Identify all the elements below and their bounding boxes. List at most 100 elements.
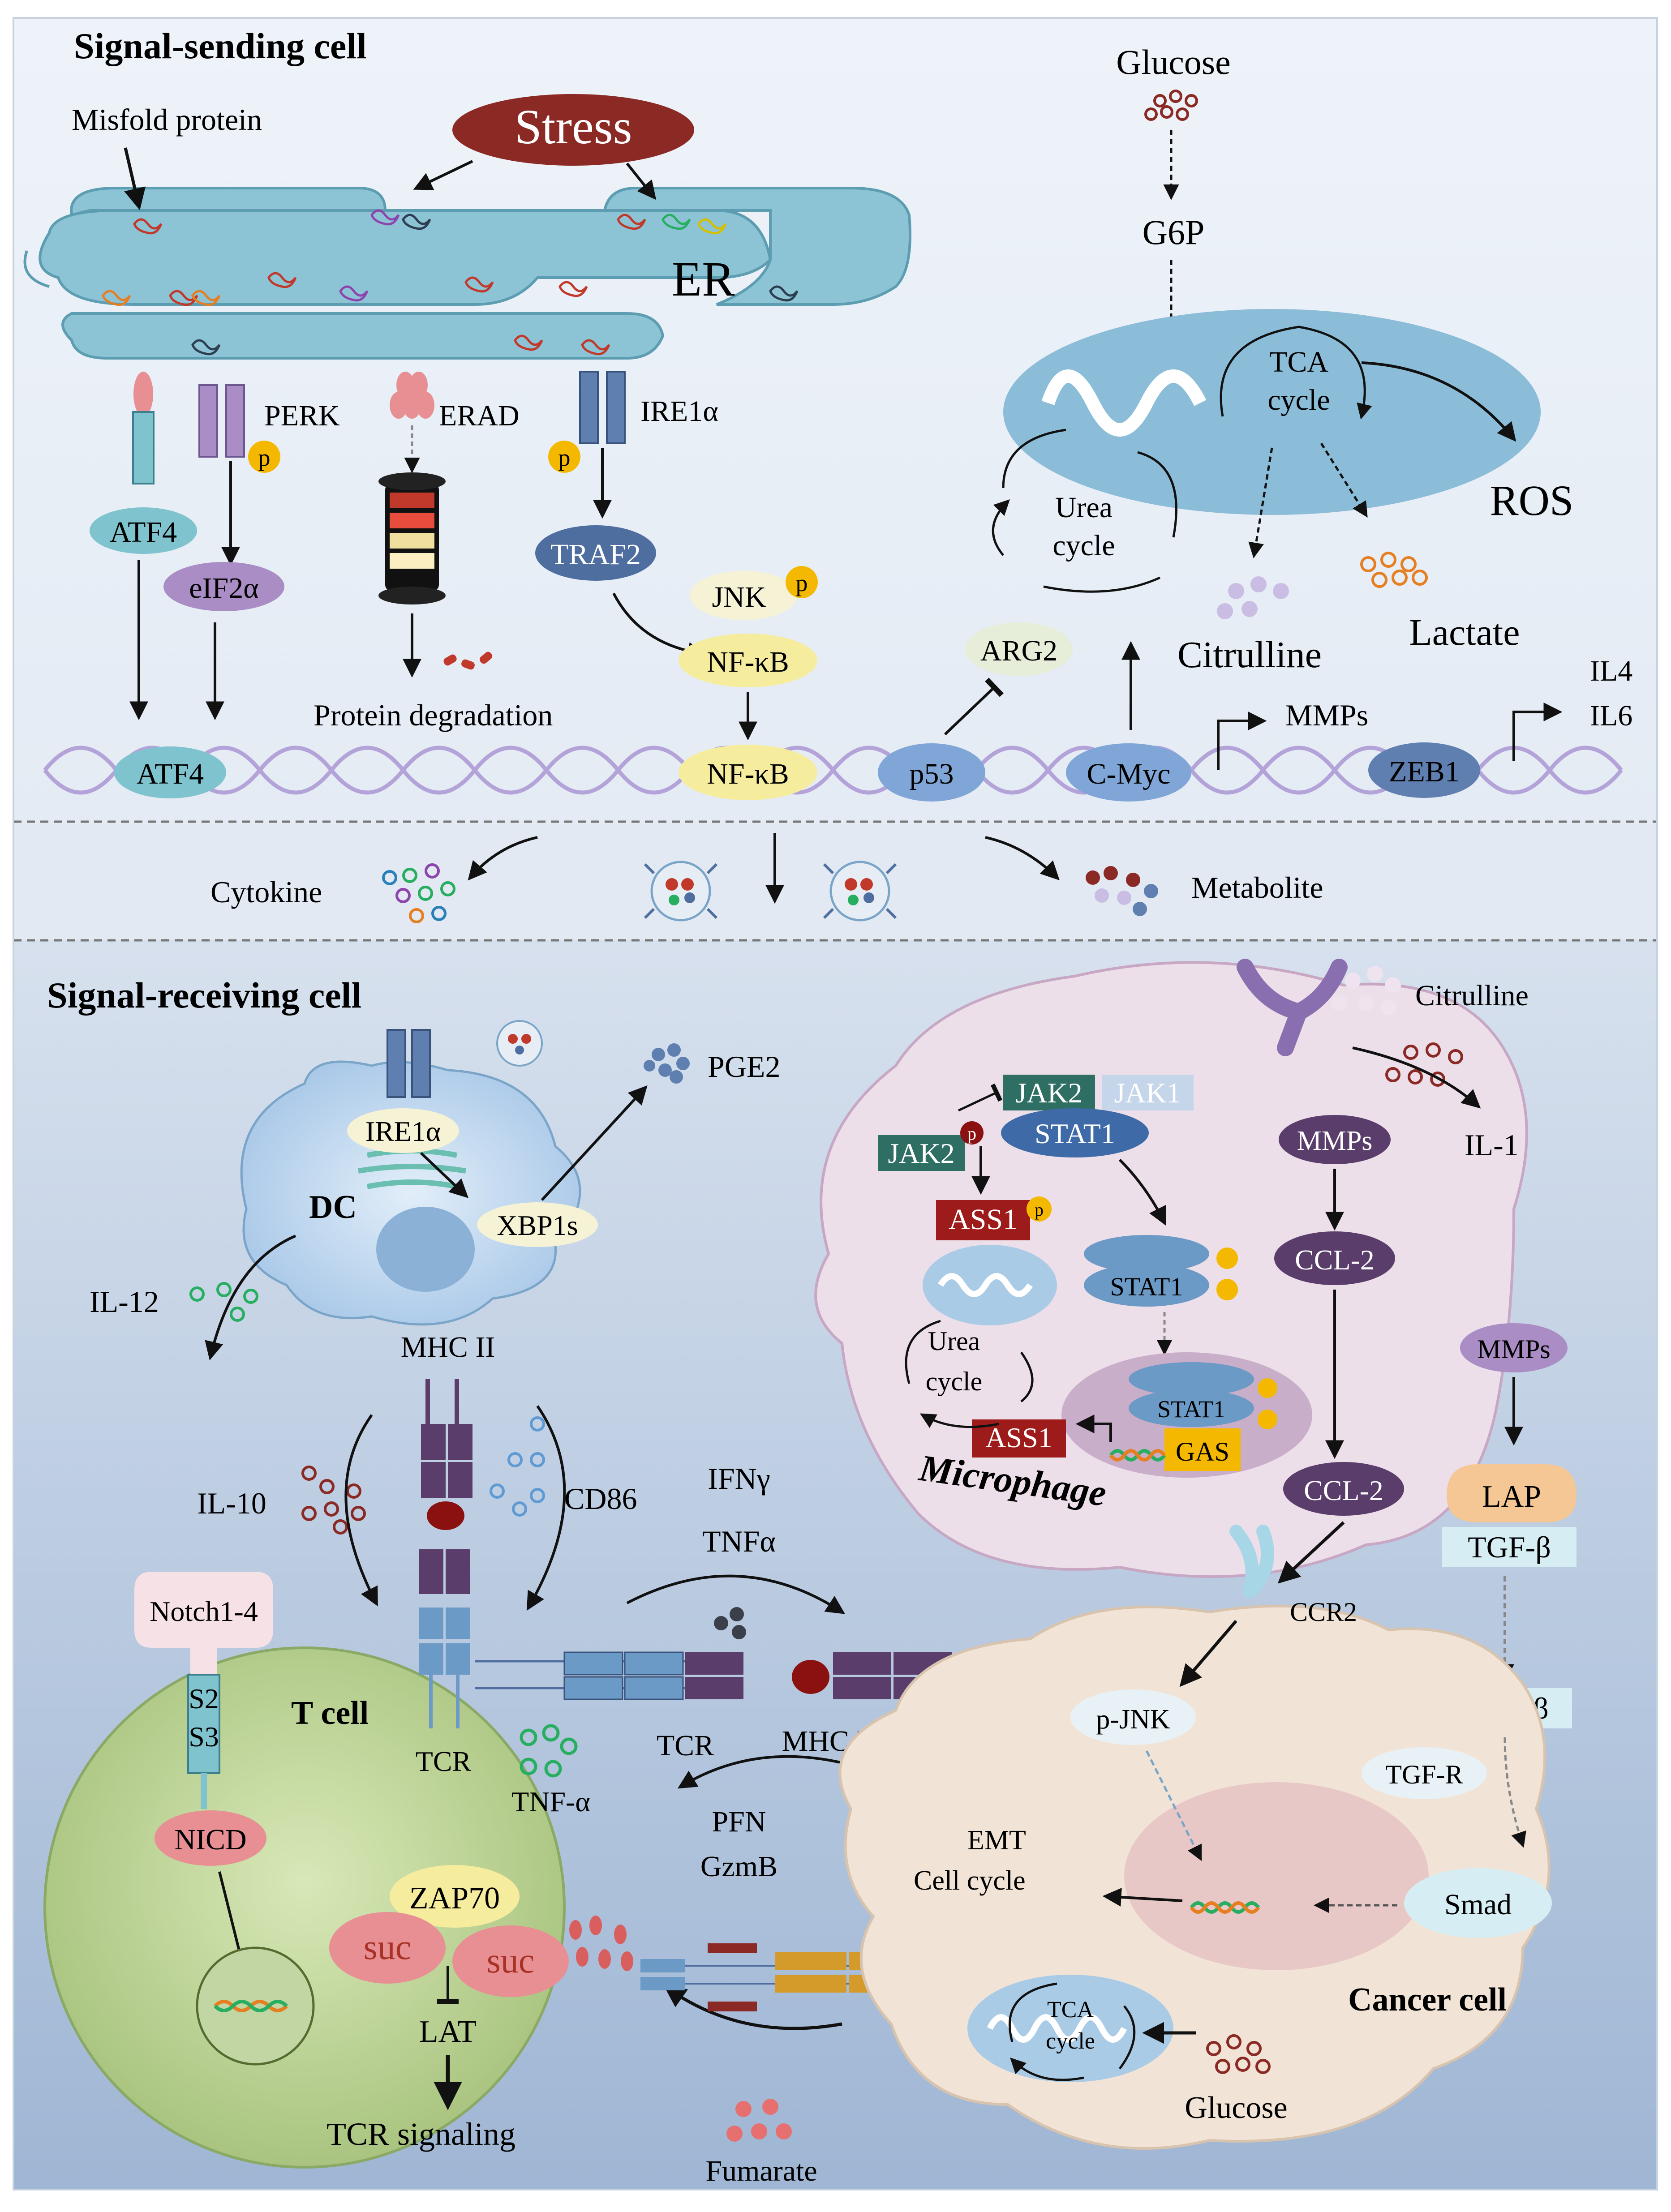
p53-label: p53 xyxy=(910,758,954,790)
tca-top-cycle: cycle xyxy=(1267,384,1330,416)
ass1-a-label: ASS1 xyxy=(949,1203,1018,1236)
tcr-label: TCR xyxy=(416,1745,472,1777)
stress-arrow-right xyxy=(626,163,657,200)
misfold-arrow xyxy=(124,147,146,210)
ire1a-phospho xyxy=(548,441,580,473)
suc-node-1 xyxy=(329,1912,446,1984)
perk-left xyxy=(198,384,218,458)
stat1-c-node xyxy=(1129,1389,1254,1427)
mhc1-peptide xyxy=(792,1660,829,1694)
suc-label-2: suc xyxy=(487,1941,535,1981)
s2-label: S2 xyxy=(189,1683,219,1715)
dc-nucleus xyxy=(376,1207,475,1292)
atf4-dna-label: ATF4 xyxy=(137,758,204,790)
t-cell xyxy=(43,1646,566,2169)
tcr2-block-1 xyxy=(563,1651,623,1676)
jnk-phospho xyxy=(786,566,818,598)
emt-label: EMT xyxy=(967,1825,1026,1856)
pjnk-label: p-JNK xyxy=(1096,1704,1170,1735)
tnfa2-label: TNFα xyxy=(702,1524,776,1558)
stat1-dimer-arrow xyxy=(1118,1158,1166,1226)
emt-arrow xyxy=(1102,1888,1183,1907)
jak2-phospho xyxy=(960,1121,984,1145)
il10-arrow xyxy=(344,1414,378,1607)
mmps-top-label: MMPs xyxy=(1285,698,1368,732)
fumarate-label: Fumarate xyxy=(705,2155,817,2187)
zeb1-node xyxy=(1368,742,1480,798)
citrulline-arrow xyxy=(1248,447,1273,558)
mmps-promoter-arrow xyxy=(1217,712,1267,770)
p53-inhibit xyxy=(944,677,1004,736)
stress-ellipse xyxy=(452,94,694,166)
mhc2-label: MHC II xyxy=(401,1331,495,1363)
right-mmps-label: MMPs xyxy=(1477,1334,1550,1364)
pfn-label: PFN xyxy=(712,1805,766,1838)
tcr-signaling-label: TCR signaling xyxy=(326,2116,515,2152)
cancer-dna-2 xyxy=(1190,1901,1260,1914)
jak1-label: JAK1 xyxy=(1114,1077,1181,1109)
mac-urea-cycle: cycle xyxy=(926,1367,983,1396)
il6-label: IL6 xyxy=(1590,699,1632,732)
erad-label: ERAD xyxy=(439,399,520,432)
jnk-node xyxy=(690,571,797,620)
citrulline-top-label: Citrulline xyxy=(1177,634,1322,676)
ccr2-label: CCR2 xyxy=(1290,1597,1357,1627)
er-organelle xyxy=(23,187,911,360)
zap70-label: ZAP70 xyxy=(409,1881,500,1916)
stat1-b-label: STAT1 xyxy=(1110,1272,1183,1301)
cd86-arrow xyxy=(526,1405,566,1611)
ass1-p: p xyxy=(1035,1200,1044,1220)
tcr2-block-5 xyxy=(685,1652,743,1675)
lactate-arrow xyxy=(1320,442,1368,518)
zap70-node xyxy=(390,1865,520,1928)
atf4-receptor xyxy=(132,411,155,484)
metabolite-arrow xyxy=(985,836,1060,880)
stat1-p1 xyxy=(1216,1247,1238,1269)
ire1a-right xyxy=(606,371,626,444)
fumarate-arrow xyxy=(663,1985,842,2030)
zeb1-label: ZEB1 xyxy=(1389,755,1460,788)
smad-node xyxy=(1404,1868,1552,1938)
cd86-label: CD86 xyxy=(564,1482,637,1516)
ros-arrow xyxy=(1361,361,1516,442)
fumarate-dots xyxy=(726,2099,792,2142)
lap-node xyxy=(1447,1464,1576,1522)
tnfa-label: TNF-α xyxy=(511,1786,590,1818)
cytokine-arrow xyxy=(468,836,538,881)
gzmb-label: GzmB xyxy=(700,1850,778,1883)
sending-title: Signal-sending cell xyxy=(74,26,367,66)
ccl2-ccr2-arrow xyxy=(1277,1521,1345,1584)
pfn-arrow xyxy=(677,1755,865,1789)
dc-ire1a-label: IRE1α xyxy=(365,1115,441,1147)
ccl2-b-label: CCL-2 xyxy=(1304,1475,1383,1506)
tgfr-smad-arrow xyxy=(1503,1737,1526,1848)
mhc2-block-3 xyxy=(421,1462,446,1498)
perk-phospho xyxy=(248,441,280,473)
tcr-block-5 xyxy=(419,1643,443,1675)
cytokine-dots xyxy=(382,863,455,923)
dc-ire1a-node xyxy=(347,1108,459,1153)
lactate-dots xyxy=(1360,552,1428,588)
perk-p: p xyxy=(258,444,271,471)
cancer-glucose-label: Glucose xyxy=(1185,2091,1287,2125)
mac-citrulline-dots xyxy=(1331,966,1401,1016)
tcell-dna-2 xyxy=(214,2000,288,2012)
ccl2-a-node xyxy=(1274,1231,1395,1285)
figure-frame xyxy=(13,17,1658,2191)
mhc2-block-2 xyxy=(448,1424,473,1460)
tcell-nucleus xyxy=(196,1946,315,2066)
nfkb-dna-label: NF-κB xyxy=(707,758,789,790)
arg2-node xyxy=(965,622,1073,676)
ire1a-p: p xyxy=(558,444,571,471)
notch-node xyxy=(134,1572,273,1648)
atf4-top-node xyxy=(90,507,197,554)
stat1-c-p2 xyxy=(1258,1410,1277,1429)
tgfr-node xyxy=(1362,1747,1487,1799)
cancer-tca-arrows xyxy=(1009,1982,1136,2081)
er-label: ER xyxy=(672,252,735,306)
s3-label: S3 xyxy=(189,1721,219,1753)
atf4-receptor-head xyxy=(133,372,153,416)
tcr2-block-4 xyxy=(624,1676,684,1700)
lactate-label: Lactate xyxy=(1409,612,1520,653)
